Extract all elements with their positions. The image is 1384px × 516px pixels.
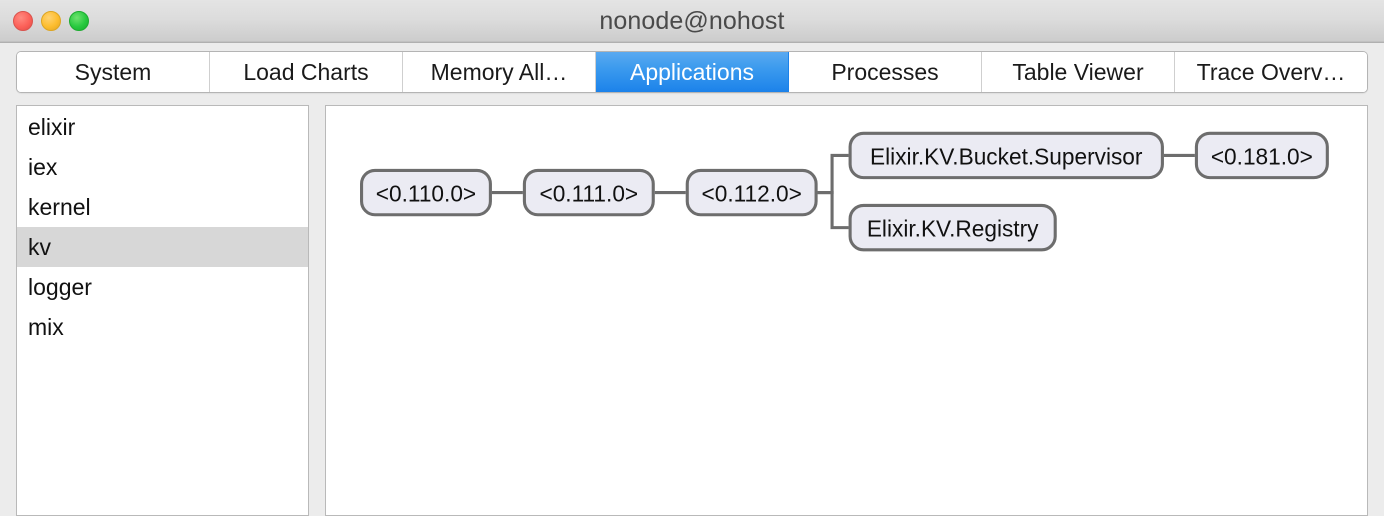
tree-node-shape [848,131,1164,180]
main-content: elixir iex kernel kv logger mix <0.110.0… [0,96,1384,516]
tree-edge [817,191,849,230]
tree-node[interactable]: <0.181.0> [1194,131,1329,180]
tab-applications[interactable]: Applications [596,52,789,92]
edge-layer [491,153,1195,230]
node-layer: <0.110.0> <0.111.0> <0.112.0> Elixir.KV.Buc… [360,131,1329,252]
sidebar-item-elixir[interactable]: elixir [17,107,308,147]
tree-node-shape [360,168,492,217]
sidebar-item-label: iex [28,153,58,180]
minimize-button[interactable] [41,11,61,31]
tree-node-label: <0.111.0> [539,181,638,207]
window-title: nonode@nohost [599,7,785,35]
sidebar-item-label: mix [28,313,64,340]
close-button[interactable] [13,11,33,31]
sidebar-item-label: kv [28,233,51,260]
tree-node[interactable]: <0.112.0> [685,168,818,217]
tab-memory-allocators[interactable]: Memory All… [403,52,596,92]
sidebar-item-kv[interactable]: kv [17,227,308,267]
sidebar-item-iex[interactable]: iex [17,147,308,187]
tab-trace-overview[interactable]: Trace Overv… [1175,52,1367,92]
tab-processes[interactable]: Processes [789,52,982,92]
sidebar-item-label: elixir [28,113,76,140]
tree-node-shape [685,168,818,217]
sidebar-item-label: kernel [28,193,91,220]
sidebar-item-logger[interactable]: logger [17,267,308,307]
tree-node-label: <0.112.0> [701,181,801,207]
sidebar-item-mix[interactable]: mix [17,307,308,347]
titlebar: nonode@nohost [0,0,1384,43]
sidebar-item-label: logger [28,273,92,300]
window-controls [13,11,89,31]
tab-load-charts[interactable]: Load Charts [210,52,403,92]
zoom-button[interactable] [69,11,89,31]
tree-node-label: <0.110.0> [376,181,476,207]
tree-node-label: Elixir.KV.Bucket.Supervisor [870,144,1143,170]
tree-node[interactable]: Elixir.KV.Bucket.Supervisor [848,131,1164,180]
tree-node-shape [522,168,655,217]
tab-system[interactable]: System [17,52,210,92]
tab-table-viewer[interactable]: Table Viewer [982,52,1175,92]
tree-node[interactable]: <0.111.0> [522,168,655,217]
sidebar-item-kernel[interactable]: kernel [17,187,308,227]
application-list[interactable]: elixir iex kernel kv logger mix [16,105,309,516]
supervision-tree-panel[interactable]: <0.110.0> <0.111.0> <0.112.0> Elixir.KV.Buc… [325,105,1368,516]
tree-node[interactable]: Elixir.KV.Registry [848,203,1057,252]
supervision-tree-graph: <0.110.0> <0.111.0> <0.112.0> Elixir.KV.Buc… [360,131,1329,252]
tree-node[interactable]: <0.110.0> [360,168,492,217]
tabbar-container: System Load Charts Memory All… Applicati… [0,43,1384,96]
tree-edge [817,153,849,195]
tree-node-label: Elixir.KV.Registry [867,216,1039,242]
tree-node-shape [1194,131,1329,180]
tabbar: System Load Charts Memory All… Applicati… [16,51,1368,93]
tree-node-label: <0.181.0> [1211,144,1313,170]
tree-node-shape [848,203,1057,252]
